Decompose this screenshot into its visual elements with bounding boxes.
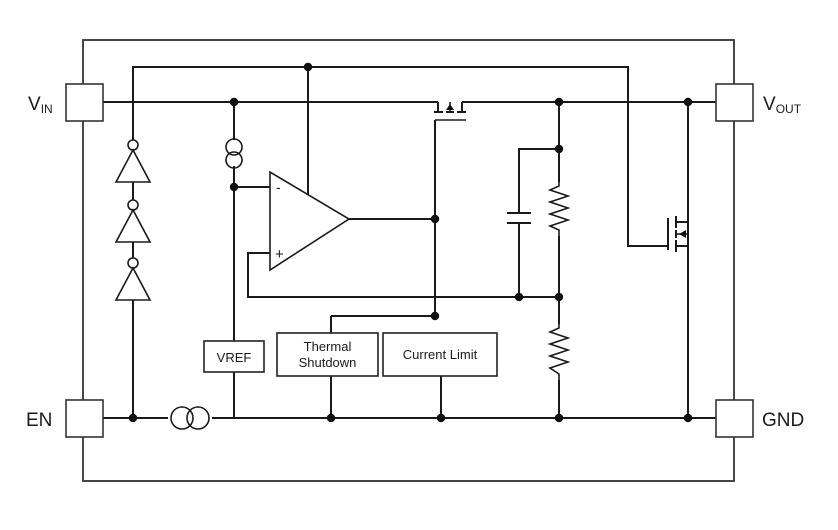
vref-block: VREF bbox=[203, 340, 265, 373]
opamp-minus-label: - bbox=[276, 179, 281, 195]
vout-pin-label: VOUT bbox=[763, 94, 802, 116]
current-limit-label: Current Limit bbox=[403, 347, 478, 362]
discharge-transistor-icon bbox=[667, 216, 688, 252]
en-current-source-icon bbox=[170, 406, 210, 430]
chip-outline bbox=[82, 39, 735, 482]
vin-pin-pad bbox=[65, 83, 104, 122]
thermal-label-line1: Thermal bbox=[304, 339, 352, 354]
feedback-wire bbox=[247, 252, 559, 298]
capacitor-icon bbox=[507, 212, 531, 224]
current-limit-block: Current Limit bbox=[382, 332, 498, 377]
vref-label: VREF bbox=[217, 350, 252, 365]
resistor-bottom-icon bbox=[547, 324, 571, 380]
en-pin-label: EN bbox=[26, 410, 52, 431]
vout-pin-pad bbox=[715, 83, 754, 122]
junction-dots bbox=[128, 62, 693, 423]
gnd-pin-pad bbox=[715, 399, 754, 438]
cap-wire bbox=[518, 148, 559, 213]
opamp-plus-label: + bbox=[275, 246, 284, 263]
thermal-label-line2: Shutdown bbox=[299, 355, 357, 370]
pass-transistor-icon bbox=[434, 102, 466, 121]
inverter-chain-icon bbox=[114, 139, 152, 301]
current-source-icon bbox=[225, 138, 243, 169]
resistor-top-icon bbox=[547, 182, 571, 236]
opamp-icon: - + bbox=[269, 170, 351, 272]
gnd-pin-label: GND bbox=[762, 410, 804, 431]
thermal-shutdown-block: Thermal Shutdown bbox=[276, 332, 379, 377]
top-rail-wire bbox=[132, 66, 668, 247]
vin-pin-label: VIN bbox=[28, 94, 53, 116]
en-pin-pad bbox=[65, 399, 104, 438]
